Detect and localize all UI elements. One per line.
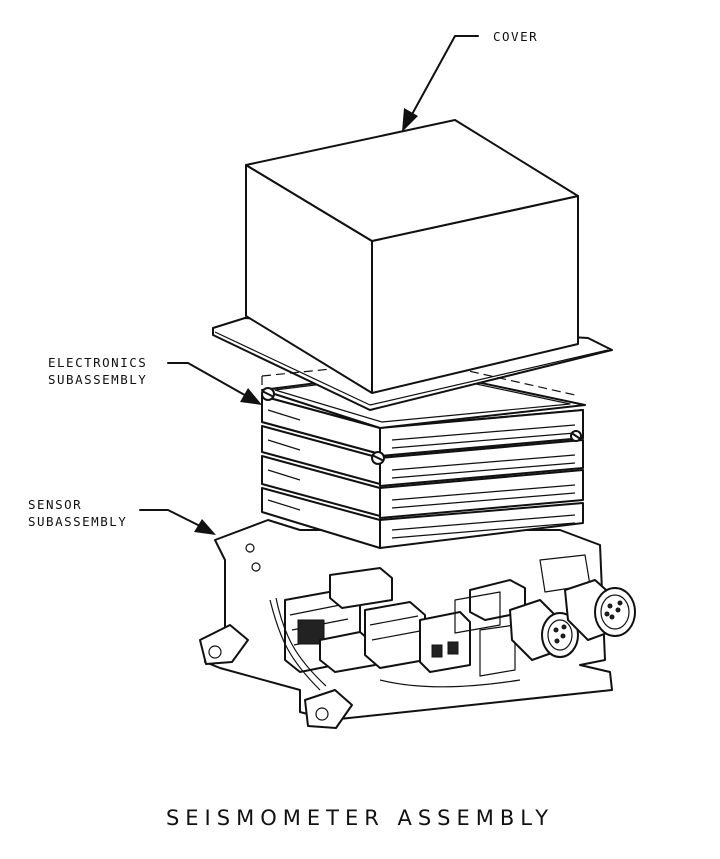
electronics-label-line2: SUBASSEMBLY bbox=[48, 372, 148, 387]
electronics-leader bbox=[167, 362, 262, 405]
connector-left bbox=[509, 599, 579, 661]
cover-leader bbox=[402, 35, 479, 132]
cover-label: COVER bbox=[493, 29, 539, 44]
cover bbox=[212, 119, 613, 411]
sensor-subassembly bbox=[199, 519, 636, 729]
electronics-subassembly bbox=[261, 369, 586, 549]
electronics-label-line1: ELECTRONICS bbox=[48, 355, 148, 370]
sensor-leader bbox=[139, 509, 216, 535]
figure-title: SEISMOMETER ASSEMBLY bbox=[165, 806, 555, 830]
sensor-label-line1: SENSOR bbox=[28, 497, 83, 512]
sensor-label-line2: SUBASSEMBLY bbox=[28, 514, 128, 529]
connector-right bbox=[564, 579, 636, 641]
